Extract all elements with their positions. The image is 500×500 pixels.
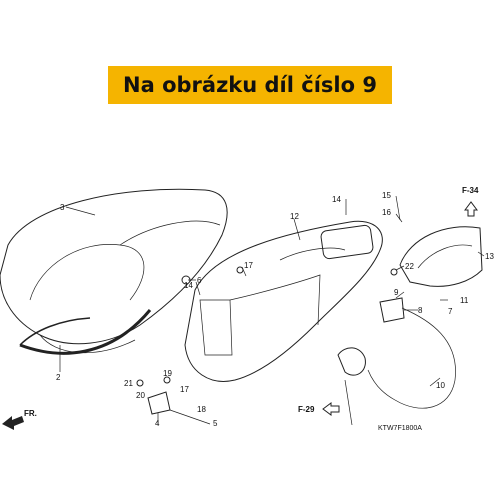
front-direction-arrow: FR. xyxy=(2,409,37,430)
seat-drawing xyxy=(0,188,228,354)
callout-16: 16 xyxy=(382,208,391,217)
callout-17-b: 18 xyxy=(197,405,206,414)
callout-15: 15 xyxy=(382,191,391,200)
part-number-banner: Na obrázku díl číslo 9 xyxy=(108,66,392,104)
callout-13: 13 xyxy=(485,252,494,261)
callout-9: 9 xyxy=(394,288,399,297)
small-parts-drawing xyxy=(136,266,398,425)
carrier-bracket-drawing xyxy=(399,226,483,287)
callout-7: 7 xyxy=(448,307,453,316)
reference-f34-label: F-34 xyxy=(462,186,479,195)
reference-f29: F-29 xyxy=(298,402,340,416)
reference-f29-label: F-29 xyxy=(298,405,315,414)
luggage-box-drawing xyxy=(184,220,383,382)
callout-14-left: 14 xyxy=(184,281,193,290)
callout-17-a: 17 xyxy=(180,385,189,394)
callout-18: 17 xyxy=(244,261,253,270)
leader-lines xyxy=(59,195,485,424)
callout-20: 20 xyxy=(136,391,145,400)
seat-trim-drawing xyxy=(19,309,152,355)
callout-2: 2 xyxy=(56,373,61,382)
front-label: FR. xyxy=(24,409,37,418)
reference-f34: F-34 xyxy=(462,186,479,217)
banner-text: Na obrázku díl číslo 9 xyxy=(123,73,377,97)
callout-labels: 3 2 6 12 14 15 16 13 22 9 8 7 11 10 17 1… xyxy=(56,191,494,428)
callout-4: 4 xyxy=(155,419,160,428)
callout-6: 6 xyxy=(197,276,202,285)
callout-3: 3 xyxy=(60,203,65,212)
callout-19: 19 xyxy=(163,369,172,378)
callout-10: 10 xyxy=(436,381,445,390)
callout-12: 12 xyxy=(290,212,299,221)
seat-lock-drawing xyxy=(337,297,456,426)
callout-8: 8 xyxy=(418,306,423,315)
callout-11: 11 xyxy=(460,296,469,305)
callout-5: 5 xyxy=(213,419,218,428)
drawing-code: KTW7F1800A xyxy=(378,425,422,432)
callout-22: 22 xyxy=(405,262,414,271)
callout-14-top: 14 xyxy=(332,195,341,204)
callout-21: 21 xyxy=(124,379,133,388)
